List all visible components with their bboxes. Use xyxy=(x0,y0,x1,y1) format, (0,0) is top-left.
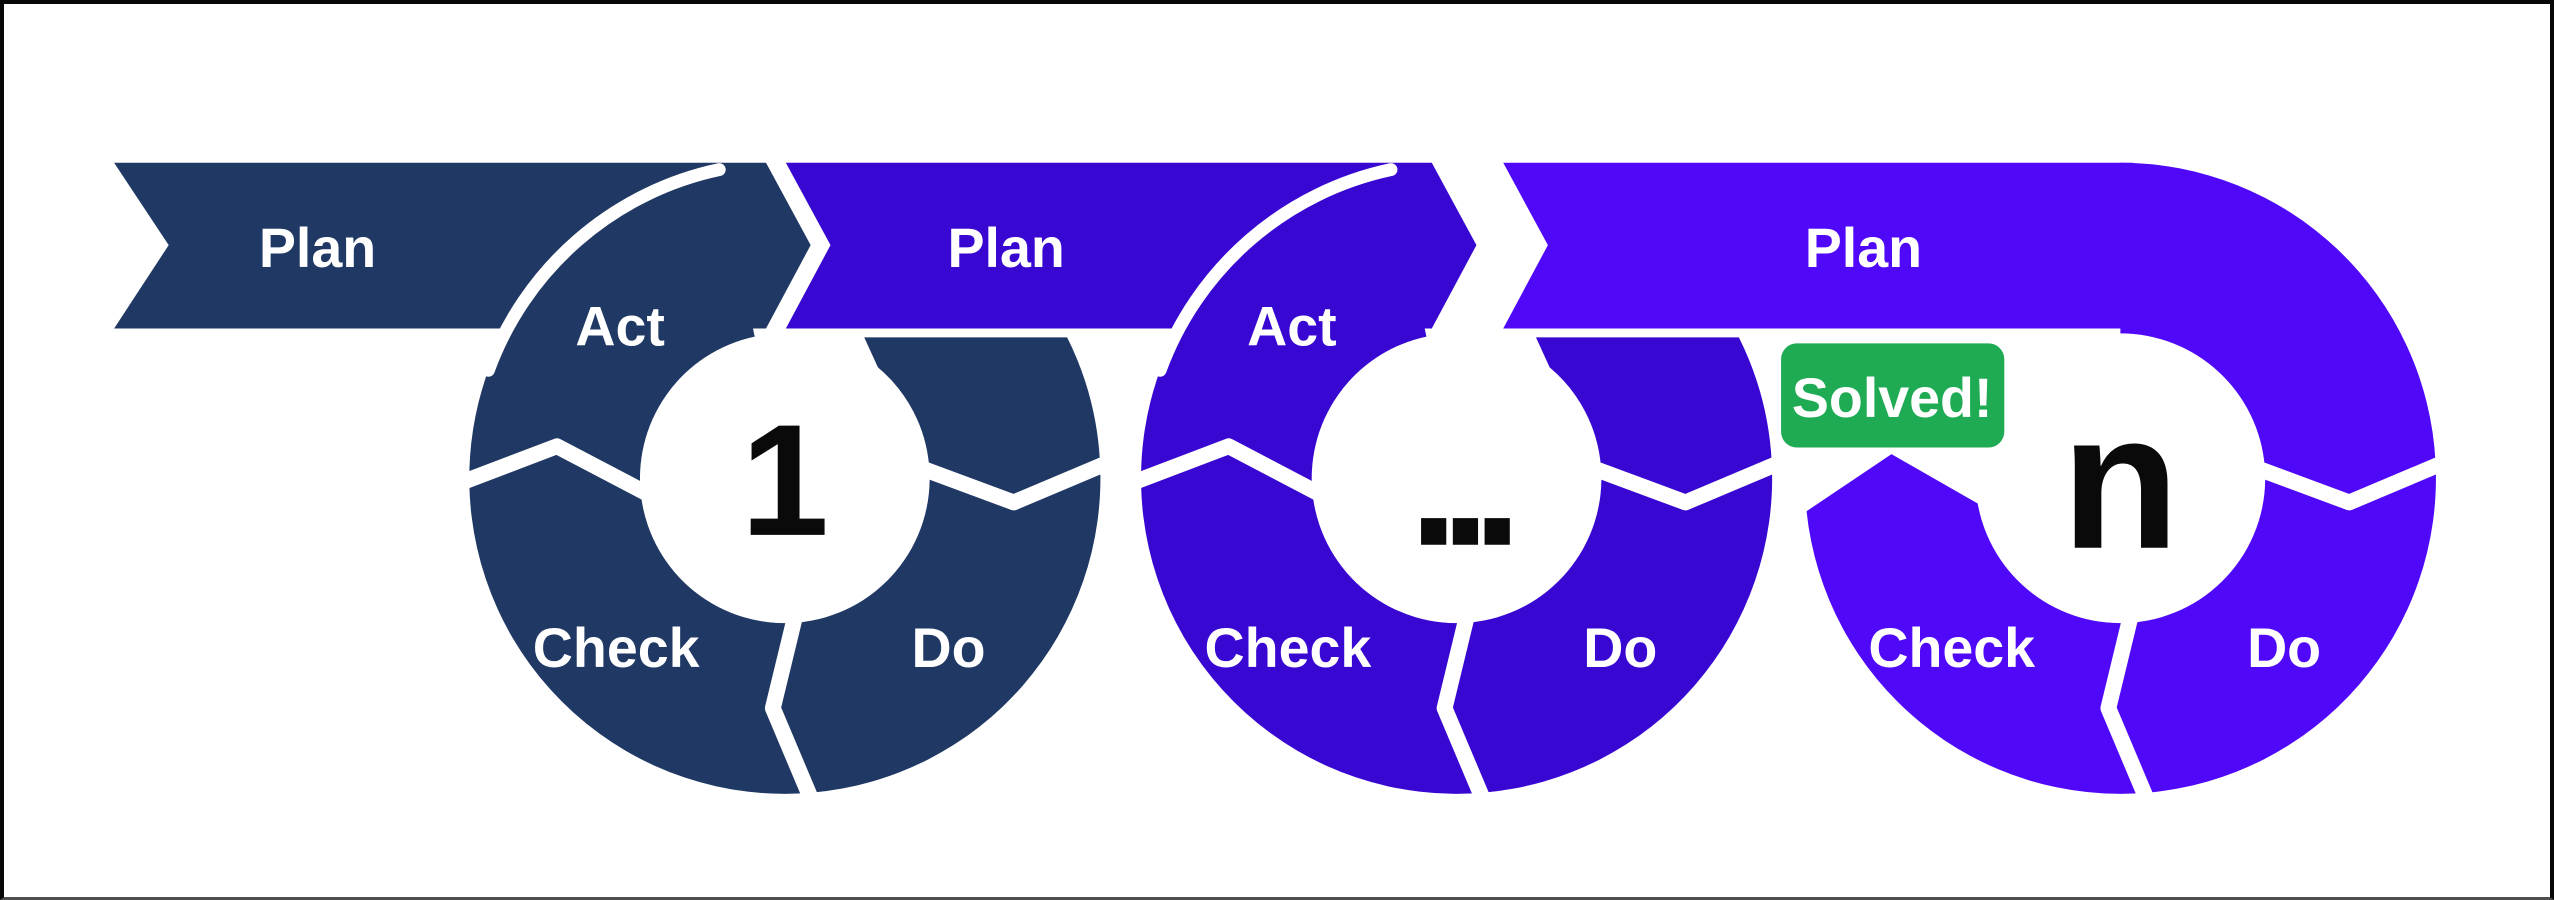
segment-cut-gaps xyxy=(449,438,1120,813)
ring-act-segment xyxy=(469,169,755,499)
act-label: Act xyxy=(1247,295,1337,357)
solved-badge: Solved! xyxy=(1781,343,2005,448)
ring-plan-tail-segment xyxy=(1535,337,1772,503)
do-label: Do xyxy=(1583,617,1657,679)
solved-badge-label: Solved! xyxy=(1792,367,1993,429)
cycle-n: Plan Check Do n xyxy=(1503,162,2456,813)
check-label: Check xyxy=(1205,617,1372,679)
check-label: Check xyxy=(533,617,700,679)
ring-do-segment xyxy=(1444,461,1773,793)
segment-cut-gaps xyxy=(2100,453,2456,813)
ring-do-segment xyxy=(2108,461,2436,793)
banner-ring-separator-arc xyxy=(1153,163,1398,377)
ring-check-segment xyxy=(1806,454,2148,794)
solved-badge-background xyxy=(1781,343,2005,448)
act-label: Act xyxy=(575,295,665,357)
plan-label: Plan xyxy=(1805,217,1922,279)
ring-check-segment xyxy=(469,446,813,794)
cycle-2: Plan Act Check Do ... xyxy=(785,162,1792,813)
banner-ring-separator-arc xyxy=(481,163,726,377)
ring-act-segment xyxy=(1141,169,1427,499)
cycle-ellipsis: ... xyxy=(1409,383,1511,583)
ring-check-segment xyxy=(1141,446,1485,794)
cycle-number: n xyxy=(2061,374,2179,590)
check-label: Check xyxy=(1868,617,2035,679)
do-label: Do xyxy=(912,617,986,679)
plan-label: Plan xyxy=(259,217,376,279)
do-label: Do xyxy=(2247,617,2321,679)
plan-label: Plan xyxy=(947,217,1064,279)
ring-plan-segment xyxy=(2120,162,2436,503)
segment-cut-gaps xyxy=(1121,438,1792,813)
plan-banner xyxy=(1503,162,2134,329)
ring-plan-tail-segment xyxy=(864,337,1100,503)
cycle-number: 1 xyxy=(741,391,829,569)
pdca-diagram: Plan Act Check Do 1 Plan Act Check Do ..… xyxy=(114,162,2456,813)
ring-do-segment xyxy=(772,461,1101,793)
cycle-1: Plan Act Check Do 1 xyxy=(114,162,1120,813)
